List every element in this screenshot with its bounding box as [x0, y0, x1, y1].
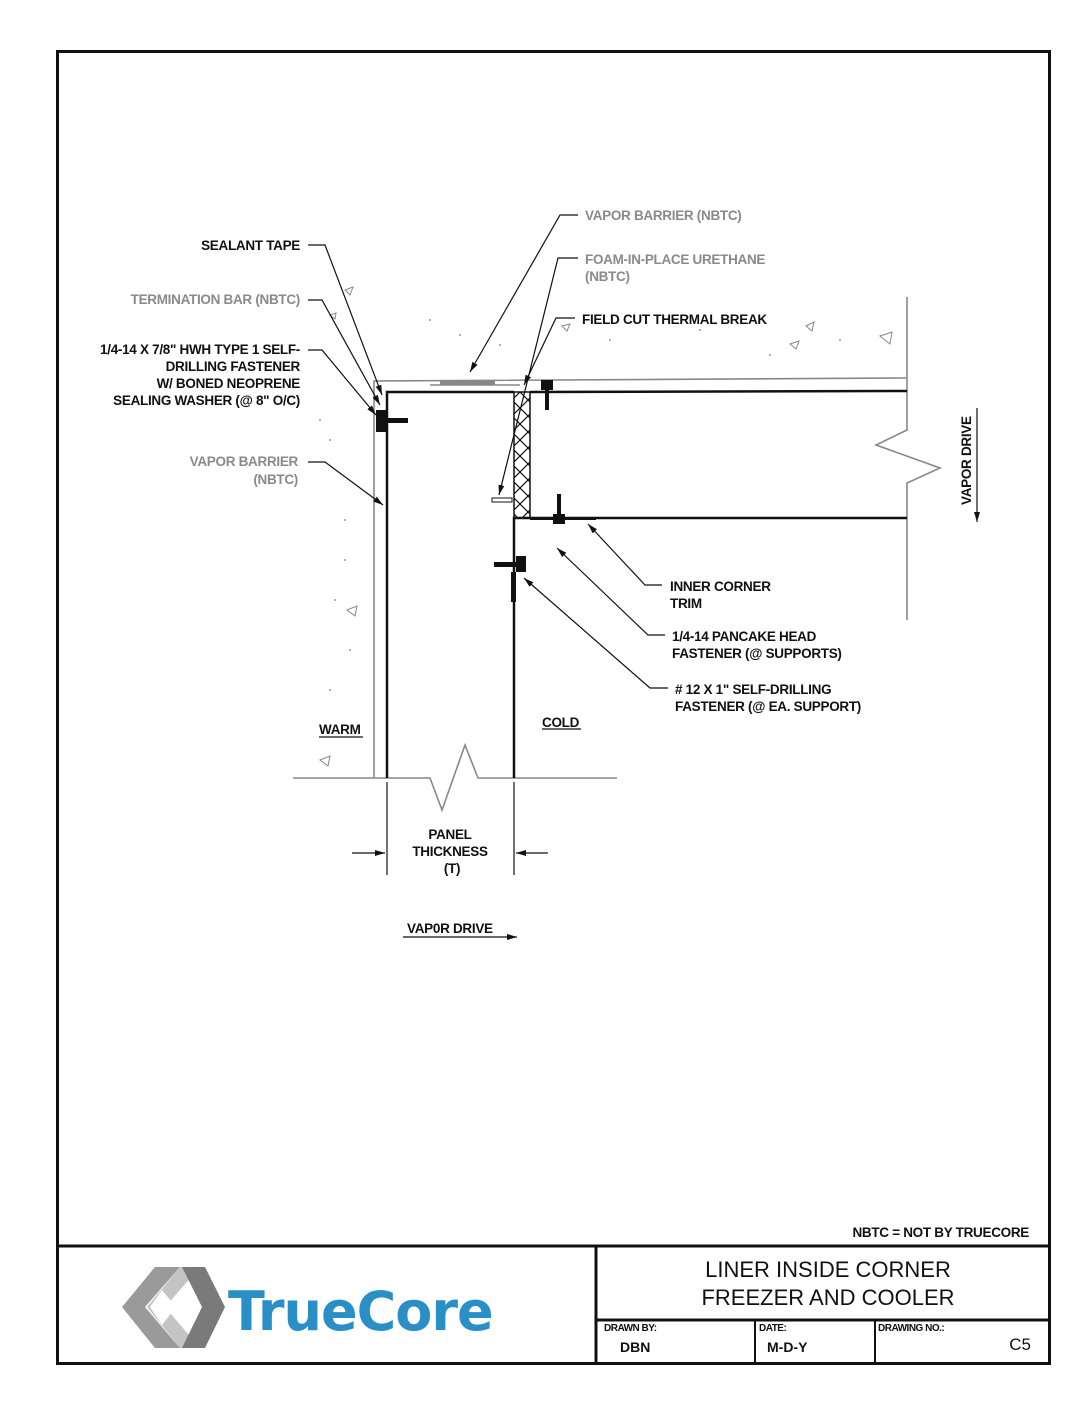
label-vapor-drive-vertical: VAPOR DRIVE	[959, 416, 974, 505]
drawing-no-label: DRAWING NO.:	[878, 1323, 944, 1334]
label-t: (T)	[444, 861, 460, 876]
label-vapor-barrier-left: VAPOR BARRIER	[190, 454, 299, 469]
label-selfdrill-1: # 12 X 1" SELF-DRILLING	[675, 682, 831, 697]
drawing-title-2: FREEZER AND COOLER	[701, 1285, 954, 1310]
fastener-icons	[376, 380, 596, 602]
label-thickness: THICKNESS	[412, 844, 488, 859]
label-thermal-break: FIELD CUT THERMAL BREAK	[582, 312, 767, 327]
label-foam-nbtc: (NBTC)	[585, 269, 630, 284]
label-selfdrill-2: FASTENER (@ EA. SUPPORT)	[675, 699, 861, 714]
label-pancake-2: FASTENER (@ SUPPORTS)	[672, 646, 842, 661]
label-vapor-barrier-left-nbtc: (NBTC)	[253, 472, 298, 487]
label-sealant-tape: SEALANT TAPE	[201, 238, 300, 253]
nbtc-note: NBTC = NOT BY TRUECORE	[852, 1225, 1029, 1240]
drawn-by-value: DBN	[620, 1339, 650, 1355]
sealant-tape	[440, 380, 495, 385]
label-fastener-2: DRILLING FASTENER	[166, 359, 301, 374]
label-fastener-1: 1/4-14 X 7/8" HWH TYPE 1 SELF-	[100, 342, 300, 357]
label-vapor-barrier-top: VAPOR BARRIER (NBTC)	[585, 208, 742, 223]
drawing-no-value: C5	[1009, 1335, 1031, 1354]
truecore-logo: TrueCore	[122, 1267, 494, 1348]
callout-labels: VAPOR BARRIER (NBTC) FOAM-IN-PLACE URETH…	[100, 208, 1030, 1240]
thermal-break	[513, 391, 531, 519]
date-value: M-D-Y	[767, 1339, 808, 1355]
label-inner-trim-2: TRIM	[670, 596, 702, 611]
leader-lines	[308, 214, 980, 940]
drawing-title-1: LINER INSIDE CORNER	[705, 1257, 951, 1282]
date-label: DATE:	[759, 1323, 786, 1334]
label-inner-trim-1: INNER CORNER	[670, 579, 771, 594]
title-block	[57, 1244, 1050, 1363]
label-foam: FOAM-IN-PLACE URETHANE	[585, 252, 765, 267]
label-termination-bar: TERMINATION BAR (NBTC)	[131, 292, 300, 307]
label-cold: COLD	[542, 715, 580, 730]
drawn-by-label: DRAWN BY:	[604, 1323, 657, 1334]
concrete-hatch	[318, 286, 893, 767]
label-fastener-4: SEALING WASHER (@ 8" O/C)	[113, 393, 300, 408]
logo-text: TrueCore	[228, 1280, 493, 1343]
label-panel: PANEL	[428, 827, 471, 842]
label-fastener-3: W/ BONED NEOPRENE	[157, 376, 301, 391]
label-vapor-drive-horizontal: VAP0R DRIVE	[407, 921, 493, 936]
label-pancake-1: 1/4-14 PANCAKE HEAD	[672, 629, 817, 644]
label-warm: WARM	[319, 722, 361, 737]
sheet-border	[56, 50, 1051, 1365]
vapor-barrier-lines	[293, 297, 943, 813]
